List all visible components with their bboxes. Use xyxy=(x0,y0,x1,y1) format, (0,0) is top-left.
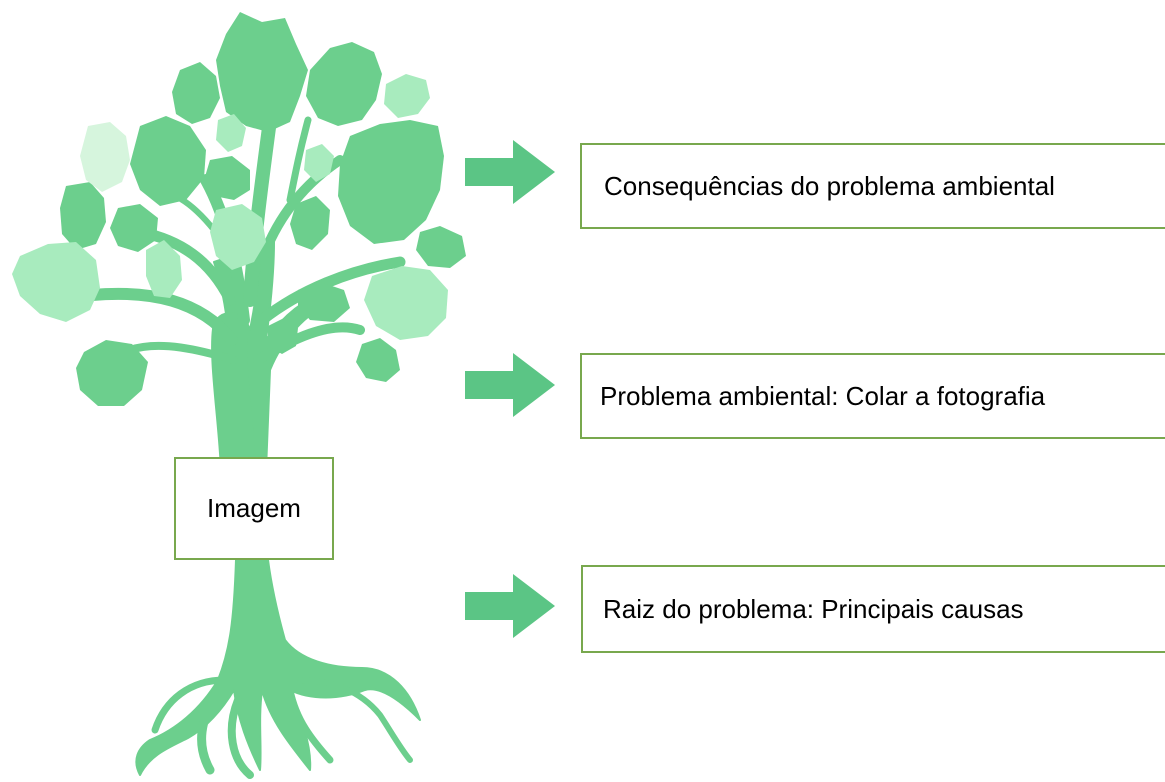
environmental-problem-box: Problema ambiental: Colar a fotografia xyxy=(580,353,1165,439)
right-arrow-icon xyxy=(465,353,555,417)
right-arrow-icon xyxy=(465,574,555,638)
consequences-label: Consequências do problema ambiental xyxy=(604,170,1055,201)
root-cause-box: Raiz do problema: Principais causas xyxy=(581,565,1165,653)
environmental-problem-label: Problema ambiental: Colar a fotografia xyxy=(600,380,1046,411)
tree-image-label: Imagem xyxy=(207,493,301,523)
root-cause-label: Raiz do problema: Principais causas xyxy=(603,593,1024,624)
tree-image-label-box: Imagem xyxy=(174,457,334,560)
tree-illustration xyxy=(12,12,466,779)
right-arrow-icon xyxy=(465,140,555,204)
consequences-box: Consequências do problema ambiental xyxy=(580,143,1165,229)
tree-leaves xyxy=(12,12,466,406)
